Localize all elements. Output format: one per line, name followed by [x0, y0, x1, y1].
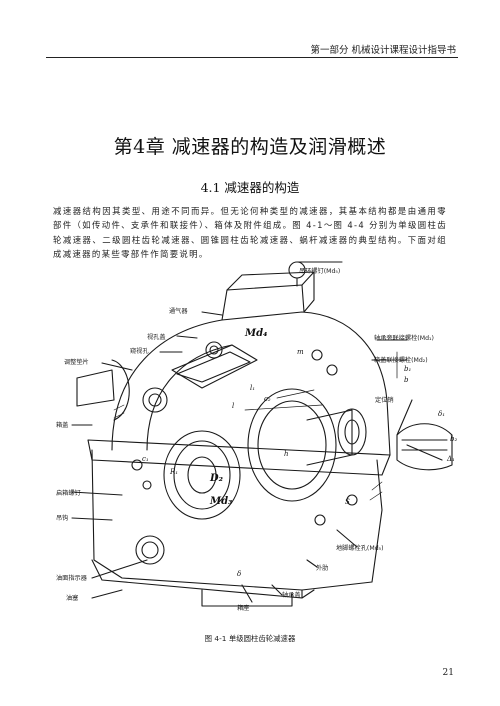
header-rule — [46, 57, 458, 58]
label-anchor-bolt: 地脚螺栓孔(Md₅) — [336, 545, 384, 552]
symbol-md3: Md₃ — [210, 496, 233, 507]
dowel-section — [396, 423, 453, 471]
symbol-delta-s: δ — [237, 570, 242, 578]
label-rib: 外肋 — [316, 565, 329, 572]
symbol-l: l — [232, 402, 235, 410]
label-dowel: 定位销 — [375, 397, 394, 404]
label-bearing-bolt: 轴承旁联接螺栓(Md₁) — [374, 335, 434, 342]
label-vent: 通气器 — [169, 308, 188, 315]
right-bearing-cap — [247, 388, 337, 502]
symbol-b1: b₁ — [404, 365, 412, 373]
symbol-delta1: δ₁ — [438, 410, 446, 418]
symbol-m: m — [297, 348, 304, 356]
label-jack-screw: 启箱螺钉 — [56, 490, 81, 497]
symbol-d2: D₂ — [210, 473, 224, 484]
label-bearing-cap: 轴承盖 — [282, 592, 301, 599]
symbol-md4: Md₄ — [245, 328, 268, 339]
label-sight-cover: 视孔盖 — [147, 334, 166, 341]
reducer-drawing — [71, 261, 453, 607]
chapter-title: 第4章 减速器的构造及润滑概述 — [113, 136, 387, 158]
body-paragraph: 减速器结构因其类型、用途不同而异。但无论何种类型的减速器，其基本结构都是由通用零… — [53, 206, 447, 260]
reducer-figure: 吊环螺钉(Md₅) 通气器 视孔盖 窥视孔 调整垫片 轴承旁联接螺栓(Md₁) … — [52, 260, 462, 612]
housing-base-outline — [91, 449, 383, 591]
symbol-c2: c₂ — [264, 395, 271, 403]
label-pad: 窥视孔 — [130, 348, 149, 355]
sight-cover-shape — [171, 344, 258, 389]
symbol-h: h — [284, 450, 289, 458]
label-drain-plug: 油塞 — [66, 595, 79, 602]
symbol-b: b — [404, 376, 409, 384]
label-base: 箱座 — [237, 605, 250, 612]
label-lifting-screw: 吊环螺钉(Md₅) — [299, 268, 341, 275]
label-hook: 吊钩 — [56, 515, 69, 522]
running-header: 第一部分 机械设计课程设计指导书 — [310, 45, 456, 56]
left-bearing-cap — [163, 430, 241, 520]
label-oil-gauge: 油面指示器 — [56, 575, 87, 582]
oil-gauge-shape — [135, 535, 165, 565]
left-shaft — [76, 369, 115, 407]
symbol-delta: Δ₁ — [447, 455, 455, 463]
figure-caption: 图 4-1 单级圆柱齿轮减速器 — [204, 634, 296, 643]
label-cover: 箱盖 — [56, 422, 69, 429]
symbol-r1: R₁ — [170, 468, 179, 476]
section-title: 4.1 减速器的构造 — [200, 180, 300, 195]
symbol-l1: l₁ — [250, 384, 256, 392]
label-adjust-washer: 调整垫片 — [64, 359, 89, 366]
symbol-s: S — [345, 498, 350, 506]
label-cover-bolt: 箱盖联接螺栓(Md₂) — [374, 357, 428, 364]
symbol-c1: c₁ — [142, 455, 149, 463]
housing-flange — [87, 439, 391, 476]
symbol-b2: b₂ — [450, 435, 458, 443]
page-number: 21 — [442, 668, 454, 678]
